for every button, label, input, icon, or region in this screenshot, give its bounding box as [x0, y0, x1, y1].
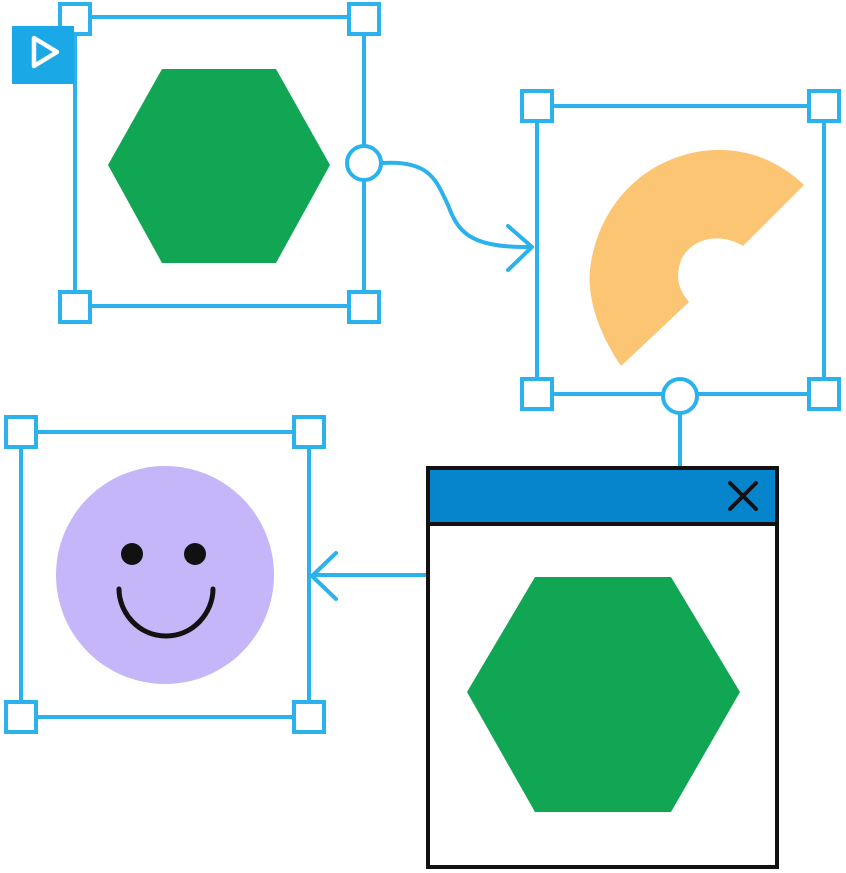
smiley-left-eye — [121, 543, 143, 565]
window-green-hexagon-shape — [467, 577, 740, 812]
arc-node[interactable] — [520, 89, 841, 411]
resize-handle-top-right[interactable] — [347, 2, 381, 36]
resize-handle-bottom-right[interactable] — [292, 700, 326, 734]
connector-hexagon-to-arc[interactable] — [380, 160, 532, 250]
orange-arc-shape — [589, 149, 804, 366]
resize-handle-bottom-left[interactable] — [58, 290, 92, 324]
play-button-badge — [12, 26, 74, 84]
arrowhead-left-icon — [310, 551, 338, 601]
smiley-node-frame — [19, 430, 311, 719]
preview-window[interactable] — [426, 466, 779, 869]
green-hexagon-shape — [108, 69, 330, 263]
play-button[interactable] — [12, 26, 74, 84]
resize-handle-bottom-right[interactable] — [807, 377, 841, 411]
smiley-right-eye — [184, 543, 206, 565]
hexagon-node[interactable] — [58, 2, 381, 324]
arrowhead-right-icon — [506, 224, 534, 272]
resize-handle-top-left[interactable] — [4, 415, 38, 449]
resize-handle-bottom-left[interactable] — [520, 377, 554, 411]
connection-port-right[interactable] — [345, 144, 383, 182]
resize-handle-bottom-left[interactable] — [4, 700, 38, 734]
resize-handle-bottom-right[interactable] — [347, 290, 381, 324]
smiley-node[interactable] — [4, 415, 326, 734]
preview-window-titlebar — [426, 466, 779, 526]
lavender-smiley-face — [56, 466, 274, 684]
resize-handle-top-left[interactable] — [520, 89, 554, 123]
play-icon — [31, 35, 60, 69]
smiley-mouth — [116, 586, 216, 639]
connection-port-bottom[interactable] — [661, 377, 699, 415]
resize-handle-top-right[interactable] — [807, 89, 841, 123]
resize-handle-top-right[interactable] — [292, 415, 326, 449]
window-close-button[interactable] — [722, 476, 762, 516]
close-icon — [728, 481, 758, 511]
